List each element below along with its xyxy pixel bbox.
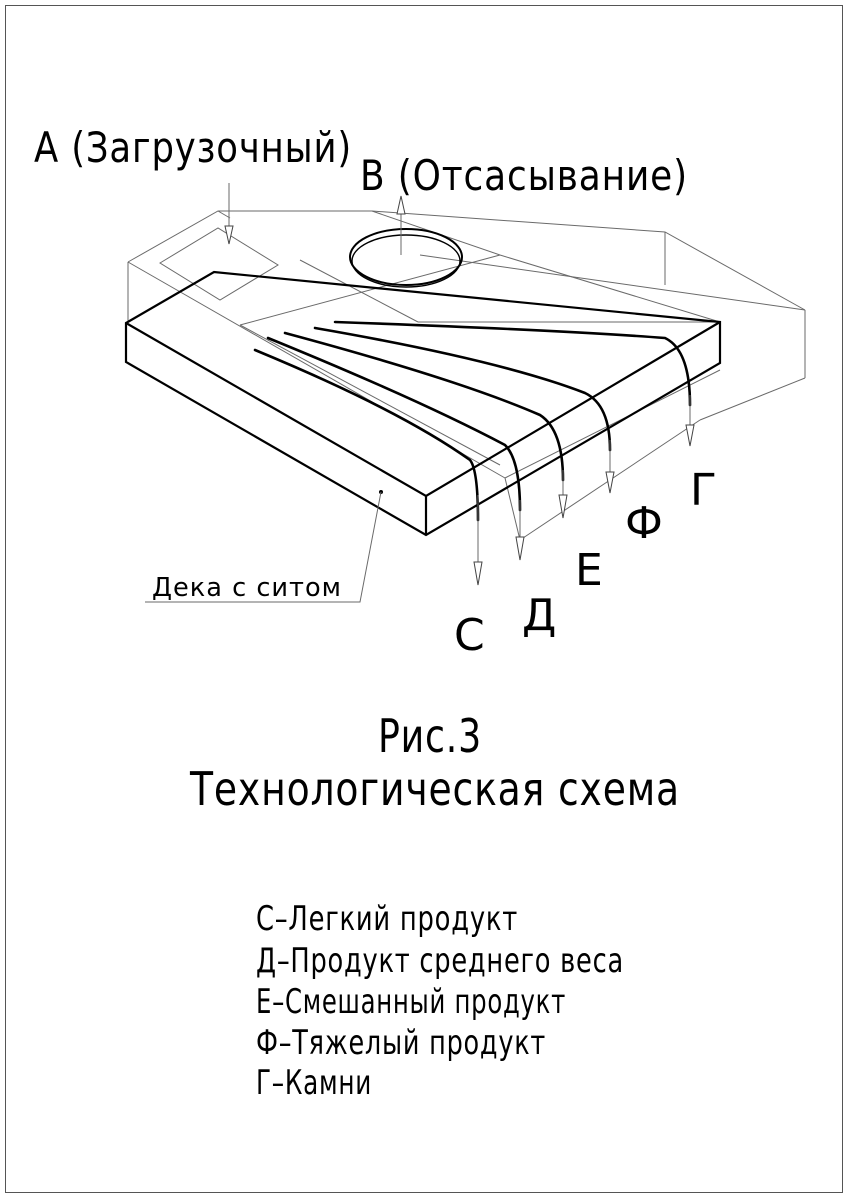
figure-title: Технологическая схема (189, 762, 680, 816)
legend-item-g: Г–Камни (256, 1063, 372, 1103)
suction-b-ring (349, 228, 463, 288)
label-output-f: Ф (625, 498, 664, 549)
legend-item-e: Е–Смешанный продукт (256, 982, 566, 1022)
label-output-c: С (454, 610, 486, 661)
sieve-deck (124, 270, 722, 537)
arrow-b-up (396, 195, 406, 255)
arrow-e-out (558, 470, 568, 519)
legend-item-f: Ф–Тяжелый продукт (256, 1023, 546, 1063)
label-output-d: Д (522, 590, 557, 641)
arrow-a-down (224, 183, 234, 245)
arrow-f-out (605, 440, 615, 494)
label-output-g: Г (690, 465, 718, 516)
flow-paths (253, 320, 692, 522)
page-border (5, 5, 843, 1193)
arrow-g-out (685, 395, 695, 447)
label-suction-b: В (Отсасывание) (360, 151, 688, 200)
arrow-c-out (473, 495, 483, 586)
label-output-e: Е (575, 545, 604, 596)
figure-number: Рис.3 (378, 709, 482, 763)
label-deck: Дека с ситом (152, 573, 342, 603)
deck-leader (145, 490, 383, 603)
legend: С–Легкий продукт Д–Продукт среднего веса… (256, 899, 624, 1103)
arrow-d-out (515, 500, 525, 561)
label-inlet-a: А (Загрузочный) (34, 123, 352, 172)
legend-item-d: Д–Продукт среднего веса (256, 941, 624, 981)
inlet-a-opening (159, 227, 279, 301)
legend-item-c: С–Легкий продукт (256, 899, 518, 939)
